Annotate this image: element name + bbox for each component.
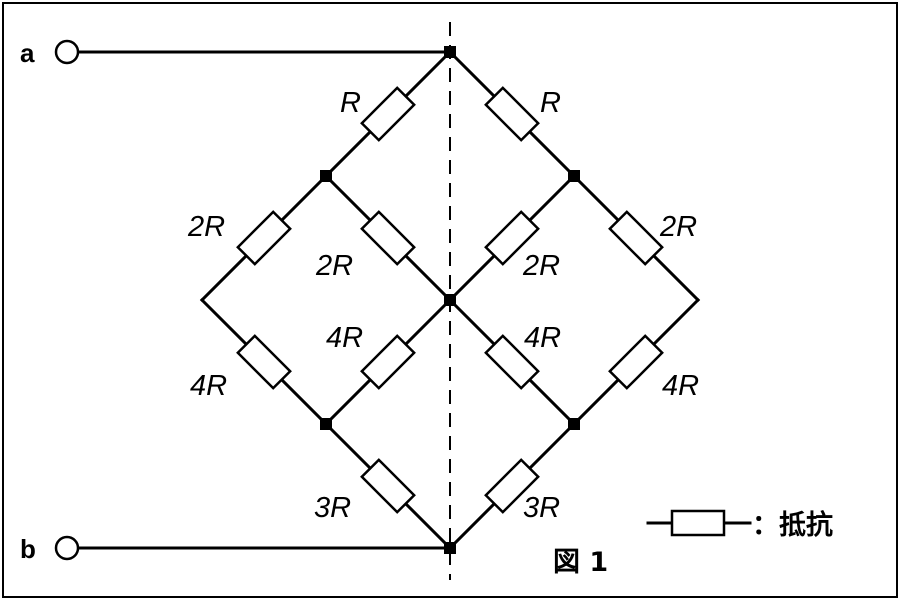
node-upper-left <box>320 170 332 182</box>
label-ll-inner: 4R <box>326 322 363 354</box>
resistor-bot-left <box>360 458 416 514</box>
terminal-b[interactable] <box>54 535 80 561</box>
node-bottom <box>444 542 456 554</box>
resistor-lr-outer <box>608 334 664 390</box>
resistor-ll-inner <box>360 334 416 390</box>
resistor-ll-outer <box>236 334 292 390</box>
resistor-top-left <box>360 86 416 142</box>
legend-label: ：抵抗 <box>752 509 833 541</box>
terminal-a-label: a <box>20 38 35 68</box>
node-upper-right <box>568 170 580 182</box>
figure-caption: 図 1 <box>553 547 608 578</box>
label-top-right: R <box>540 87 561 119</box>
node-center <box>444 294 456 306</box>
legend-resistor-symbol <box>670 509 726 537</box>
label-top-left: R <box>340 87 361 119</box>
terminal-b-label: b <box>20 534 36 564</box>
node-lower-left <box>320 418 332 430</box>
resistor-ur-outer <box>608 210 664 266</box>
resistor-labels: R R 2R 2R 2R 2R 4R 4R 4R 4R 3R 3R <box>187 87 699 524</box>
legend: ：抵抗 <box>646 509 833 541</box>
label-bot-right: 3R <box>523 492 560 524</box>
label-ur-inner: 2R <box>522 250 560 282</box>
resistor-network <box>199 46 701 554</box>
node-lower-right <box>568 418 580 430</box>
label-lr-outer: 4R <box>662 370 699 402</box>
label-ul-outer: 2R <box>187 211 225 243</box>
label-ll-outer: 4R <box>190 370 227 402</box>
node-top <box>444 46 456 58</box>
terminal-a[interactable] <box>54 39 80 65</box>
resistor-ul-inner <box>360 210 416 266</box>
label-ur-outer: 2R <box>659 211 697 243</box>
resistor-bot-right <box>484 458 540 514</box>
resistor-ur-inner <box>484 210 540 266</box>
resistor-top-right <box>484 86 540 142</box>
resistor-ul-outer <box>236 210 292 266</box>
label-bot-left: 3R <box>314 492 351 524</box>
resistor-lr-inner <box>484 334 540 390</box>
label-lr-inner: 4R <box>524 322 561 354</box>
label-ul-inner: 2R <box>315 250 353 282</box>
